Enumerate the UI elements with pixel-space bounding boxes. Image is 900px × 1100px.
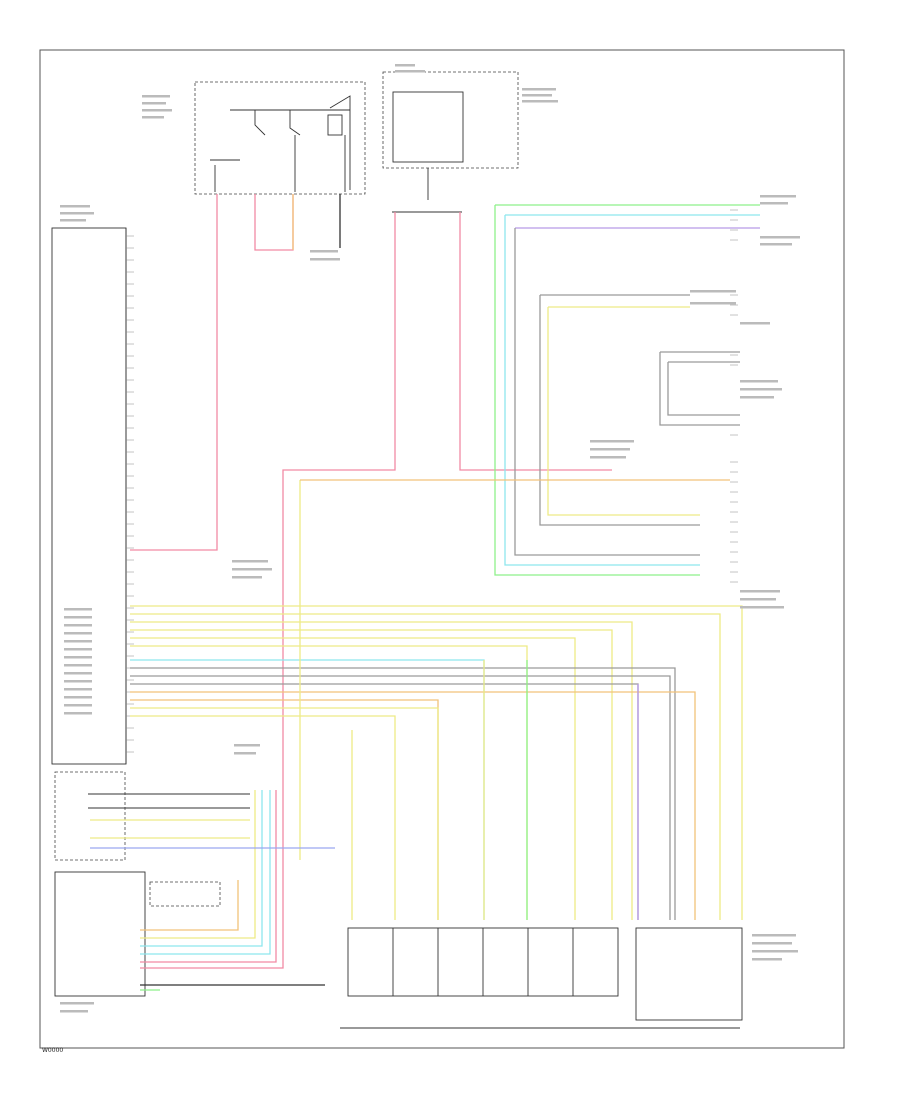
label-mark [142, 116, 164, 119]
label-mark [60, 1002, 94, 1005]
wire [130, 715, 396, 920]
wire [130, 629, 613, 920]
label-mark [64, 640, 92, 643]
wire [130, 605, 743, 920]
transmission-solenoid-block [340, 927, 743, 1029]
diagram-frame [39, 49, 845, 1049]
power-module-box [382, 71, 519, 213]
footer-code: W0000 [42, 1047, 63, 1054]
bottom-left-module [54, 871, 221, 997]
wire [459, 212, 612, 471]
label-mark [232, 560, 268, 563]
label-mark [752, 934, 796, 937]
left-connector-strip [51, 227, 134, 765]
label-mark [64, 632, 92, 635]
label-mark [752, 950, 798, 953]
fuse-relay-block [194, 81, 366, 195]
label-mark [64, 712, 92, 715]
wire [140, 790, 271, 955]
label-mark [760, 195, 796, 198]
wire [130, 667, 676, 920]
label-mark [590, 448, 630, 451]
wire [254, 194, 294, 251]
wire [140, 790, 263, 947]
wire [130, 613, 721, 920]
label-mark [60, 205, 90, 208]
label-mark [590, 456, 626, 459]
wire [547, 307, 700, 516]
wire [130, 194, 218, 551]
wire [667, 362, 740, 416]
label-mark [522, 88, 556, 91]
component-labels [60, 64, 800, 1013]
left-connector-pins [126, 235, 134, 753]
wire [130, 707, 439, 920]
wire [130, 691, 696, 920]
wire [130, 659, 485, 920]
label-mark [64, 672, 92, 675]
wire [130, 645, 528, 920]
label-mark [232, 568, 272, 571]
label-mark [395, 64, 415, 67]
wire [539, 295, 700, 526]
label-mark [740, 590, 780, 593]
label-mark [395, 70, 425, 73]
label-mark [760, 243, 792, 246]
label-mark [760, 202, 788, 205]
label-mark [64, 656, 92, 659]
wire [659, 352, 740, 426]
label-mark [760, 236, 800, 239]
lower-left-switch-block [54, 771, 250, 861]
wire [140, 212, 396, 969]
wire [130, 675, 671, 920]
label-mark [740, 322, 770, 325]
label-mark [64, 696, 92, 699]
label-mark [740, 598, 776, 601]
wire [140, 790, 277, 963]
label-mark [64, 624, 92, 627]
label-mark [64, 664, 92, 667]
wire [130, 683, 639, 920]
label-mark [740, 606, 784, 609]
label-mark [64, 680, 92, 683]
wire [130, 621, 633, 920]
wire [140, 790, 256, 939]
label-mark [234, 744, 260, 747]
label-mark [522, 94, 552, 97]
wire [130, 699, 439, 920]
label-mark [310, 250, 338, 253]
label-mark [232, 576, 262, 579]
label-mark [142, 102, 166, 105]
wire [140, 880, 239, 931]
label-mark [64, 608, 92, 611]
label-mark [690, 290, 736, 293]
label-mark [64, 688, 92, 691]
wire [504, 215, 700, 566]
label-mark [142, 95, 170, 98]
wire-harness [90, 194, 760, 991]
label-mark [752, 942, 792, 945]
label-mark [752, 958, 782, 961]
label-mark [740, 396, 774, 399]
right-connector-pins [730, 209, 738, 583]
label-mark [310, 258, 340, 261]
label-mark [60, 1010, 88, 1013]
label-mark [60, 219, 86, 222]
label-mark [142, 109, 172, 112]
label-mark [522, 100, 558, 103]
label-mark [690, 302, 736, 305]
label-mark [64, 616, 92, 619]
wire [494, 205, 700, 576]
wire [514, 228, 700, 556]
label-mark [740, 388, 782, 391]
label-mark [64, 704, 92, 707]
label-mark [64, 648, 92, 651]
label-mark [60, 212, 94, 215]
label-mark [590, 440, 634, 443]
wire [130, 637, 576, 920]
label-mark [740, 380, 778, 383]
label-mark [234, 752, 256, 755]
